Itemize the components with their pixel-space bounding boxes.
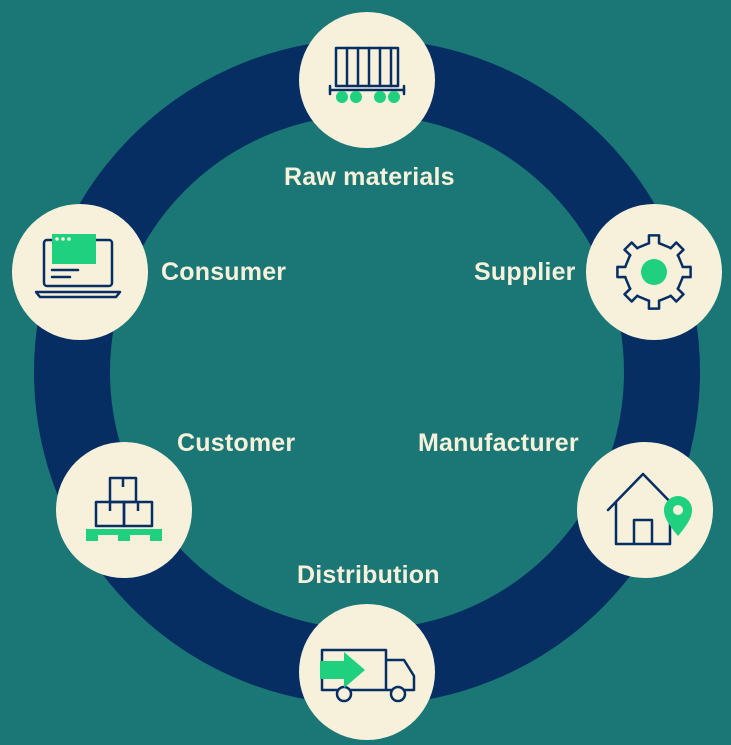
delivery-truck-icon [320, 648, 416, 703]
freight-railcar-icon [328, 46, 406, 96]
node-customer [56, 442, 192, 578]
label-consumer: Consumer [161, 258, 287, 286]
node-distribution [299, 604, 435, 740]
house-location-pin-icon [606, 472, 692, 546]
label-distribution: Distribution [297, 561, 440, 589]
label-supplier: Supplier [474, 258, 576, 286]
node-consumer [12, 204, 148, 340]
node-supplier [586, 204, 722, 340]
laptop-icon [34, 234, 122, 299]
label-raw-materials: Raw materials [284, 163, 455, 191]
pallet [86, 529, 162, 541]
label-customer: Customer [177, 429, 296, 457]
node-manufacturer [577, 442, 713, 578]
label-manufacturer: Manufacturer [418, 429, 579, 457]
node-raw-materials [299, 12, 435, 148]
gear-icon [616, 234, 692, 310]
railcar-wheels [336, 91, 400, 103]
stacked-boxes-pallet-icon [94, 476, 154, 528]
